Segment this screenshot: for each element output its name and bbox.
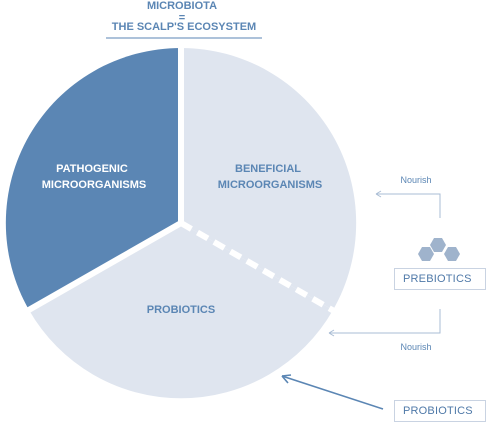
title-equals: = bbox=[179, 12, 185, 24]
pathogenic-segment bbox=[5, 47, 181, 310]
prebiotics-box-label: PREBIOTICS bbox=[403, 273, 472, 285]
arrow-left-icon bbox=[281, 374, 292, 384]
hexagon-cluster-icon bbox=[418, 238, 460, 261]
prebiotics-box: PREBIOTICS bbox=[394, 268, 486, 290]
probiotics-box-label: PROBIOTICS bbox=[403, 405, 473, 417]
title-line-2: THE SCALP'S ECOSYSTEM bbox=[112, 21, 256, 33]
nourish-bottom-label: Nourish bbox=[400, 342, 431, 352]
arrow-left-icon bbox=[328, 329, 335, 337]
pathogenic-label-2: MICROORGANISMS bbox=[42, 179, 147, 191]
arrow-left-icon bbox=[375, 190, 382, 198]
probiotics-box: PROBIOTICS bbox=[394, 400, 486, 422]
beneficial-label-2: MICROORGANISMS bbox=[218, 179, 323, 191]
pathogenic-label-1: PATHOGENIC bbox=[56, 163, 128, 175]
nourish-top-connector bbox=[376, 193, 441, 218]
divider-dashed bbox=[179, 220, 336, 314]
nourish-top-label: Nourish bbox=[400, 175, 431, 185]
title-line-1: MICROBIOTA bbox=[147, 0, 217, 12]
probiotics-segment-label: PROBIOTICS bbox=[147, 304, 215, 316]
beneficial-label-1: BENEFICIAL bbox=[235, 163, 301, 175]
nourish-bottom-connector bbox=[329, 309, 441, 334]
divider-solid-left bbox=[25, 220, 183, 314]
probiotics-arrow-line bbox=[281, 375, 384, 410]
beneficial-segment bbox=[181, 47, 357, 310]
